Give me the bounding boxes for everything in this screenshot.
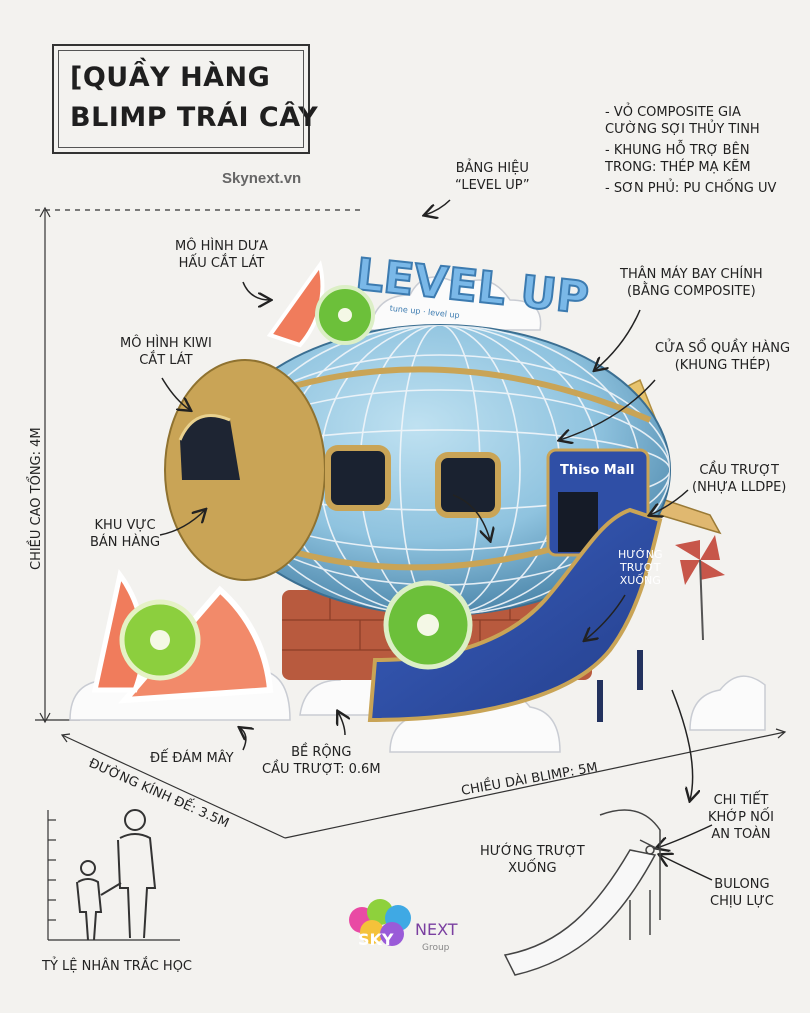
brand-sub: Group xyxy=(422,943,450,953)
gold-nose xyxy=(164,359,326,581)
label-line: CHỊU LỰC xyxy=(710,894,774,909)
label-line: (BẰNG COMPOSITE) xyxy=(626,284,756,299)
label-line: XUỐNG xyxy=(508,861,557,876)
spec-item: - KHUNG HỖ TRỢ BÊN TRONG: THÉP MẠ KẼM xyxy=(605,143,751,175)
slide-direction-label: HƯỚNG TRƯỢT XUỐNG xyxy=(618,548,663,587)
label-line: (NHỰA LLDPE) xyxy=(692,480,787,495)
joint-detail-label: CHI TIẾT KHỚP NỐI AN TOÀN xyxy=(708,792,774,843)
kiwi-slice-left xyxy=(119,599,201,681)
watermelon-label: MÔ HÌNH DƯA HẤU CẮT LÁT xyxy=(175,238,268,272)
spec-item: - VỎ COMPOSITE GIA CƯỜNG SỢI THỦY TINH xyxy=(605,105,760,137)
label-line: BỀ RỘNG xyxy=(291,745,352,760)
label-line: “LEVEL UP” xyxy=(455,178,530,193)
label-line: AN TOÀN xyxy=(711,827,771,842)
label-line: CẦU TRƯỢT xyxy=(699,463,779,478)
slide-label: CẦU TRƯỢT (NHỰA LLDPE) xyxy=(692,462,786,496)
slide xyxy=(367,507,663,723)
spec-list: - VỎ COMPOSITE GIA CƯỜNG SỢI THỦY TINH -… xyxy=(605,104,790,201)
watermelon-slice-top xyxy=(266,260,325,348)
brand-logo xyxy=(349,899,411,946)
label-line: HƯỚNG TRƯỢT xyxy=(480,844,585,859)
label-line: HẤU CẮT LÁT xyxy=(178,256,265,271)
label-line: THÂN MÁY BAY CHÍNH xyxy=(620,267,763,282)
label-line: XUỐNG xyxy=(619,574,661,587)
kiwi-slice-front xyxy=(383,580,473,670)
sales-area-label: KHU VỰC BÁN HÀNG xyxy=(90,517,160,551)
slide-detail-sketch xyxy=(503,809,661,976)
pinwheel xyxy=(675,535,725,641)
brand-name: SKY xyxy=(358,930,394,949)
service-windows xyxy=(325,445,501,518)
slide-width-label: BỀ RỘNG CẦU TRƯỢT: 0.6M xyxy=(262,744,381,778)
brand-suffix: NEXT xyxy=(415,920,458,939)
label-line: TRƯỢT xyxy=(619,561,661,574)
label-line: CỬA SỔ QUẦY HÀNG xyxy=(655,341,791,356)
height-label: CHIỀU CAO TỔNG: 4M xyxy=(27,427,44,570)
label-line: MÔ HÌNH KIWI xyxy=(120,336,212,351)
bolt-label: BULONG CHỊU LỰC xyxy=(710,876,774,910)
base-dimensions xyxy=(60,728,787,839)
label-line: HƯỚNG xyxy=(618,548,663,561)
sign-label: BẢNG HIỆU “LEVEL UP” xyxy=(455,160,530,194)
leader-lines xyxy=(159,199,713,881)
label-line: BẢNG HIỆU xyxy=(455,161,529,176)
slide-direction-detail-label: HƯỚNG TRƯỢT XUỐNG xyxy=(480,843,585,877)
kiwi-slice-top xyxy=(315,285,375,345)
label-line: KHU VỰC xyxy=(94,518,156,533)
human-scale xyxy=(47,809,180,941)
label-line: BÁN HÀNG xyxy=(90,535,161,550)
label-line: CẮT LÁT xyxy=(139,353,193,368)
cloud-base-label: ĐẾ ĐÁM MÂY xyxy=(150,751,234,766)
anthropometric-scale-label: TỶ LỆ NHÂN TRẮC HỌC xyxy=(42,959,193,974)
panel-logo-text: Thiso Mall xyxy=(560,463,634,478)
label-line: (KHUNG THÉP) xyxy=(674,358,771,373)
title-box: [QUẦY HÀNG BLIMP TRÁI CÂY xyxy=(52,44,318,154)
body-label: THÂN MÁY BAY CHÍNH (BẰNG COMPOSITE) xyxy=(620,266,763,300)
spec-item: - SƠN PHỦ: PU CHỐNG UV xyxy=(605,181,777,196)
label-line: KHỚP NỐI xyxy=(708,810,774,825)
label-line: CẦU TRƯỢT: 0.6M xyxy=(262,762,381,777)
length-label: CHIỀU DÀI BLIMP: 5M xyxy=(460,758,599,799)
label-line: BULONG xyxy=(714,877,770,892)
website-label: Skynext.vn xyxy=(222,170,302,187)
kiwi-label: MÔ HÌNH KIWI CẮT LÁT xyxy=(120,335,212,369)
label-line: CHI TIẾT xyxy=(713,793,769,808)
window-label: CỬA SỔ QUẦY HÀNG (KHUNG THÉP) xyxy=(655,340,790,374)
label-line: MÔ HÌNH DƯA xyxy=(175,239,268,254)
